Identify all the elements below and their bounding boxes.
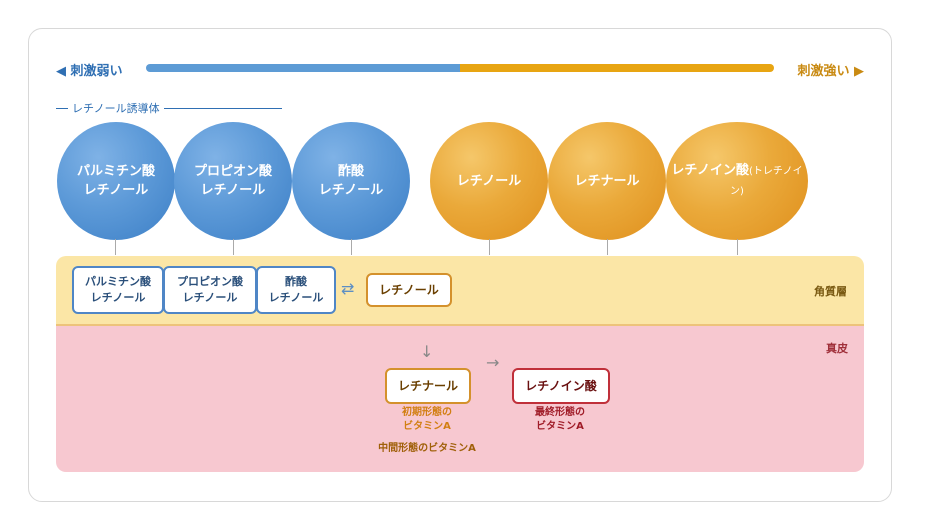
circle-sub: (トレチノイン) xyxy=(730,166,803,197)
retinol-derivative-legend: レチノール誘導体 xyxy=(56,100,282,116)
dermis-label: 真皮 xyxy=(826,342,848,355)
scale-weak-label: ◀ 刺激弱い xyxy=(56,64,123,79)
stratum-box-propionate: プロピオン酸レチノール xyxy=(163,266,257,314)
down-arrow-icon: ↓ xyxy=(420,342,434,361)
circle-line1: レチノール xyxy=(456,173,522,189)
stratum-box-retinol: レチノール xyxy=(366,273,452,307)
circle-line1: 酢酸 xyxy=(337,164,364,179)
box-line2: レチノール xyxy=(90,291,146,304)
circle-retinol: レチノール xyxy=(430,122,548,240)
circle-retinoic-acid: レチノイン酸(トレチノイン) xyxy=(666,122,808,240)
middle-vitamin-note: 中間形態のビタミンA xyxy=(378,443,476,454)
stratum-corneum-label: 角質層 xyxy=(814,285,847,298)
stratum-box-palmitate: パルミチン酸レチノール xyxy=(72,266,164,314)
scale-strong-label: 刺激強い ▶ xyxy=(797,64,864,79)
retinoic-note: 最終形態の ビタミンA xyxy=(512,406,608,434)
box-line2: レチノール xyxy=(182,291,238,304)
circle-line1: レチノイン酸 xyxy=(671,163,749,178)
dermis-box-retinoic-acid: レチノイン酸 xyxy=(512,368,610,404)
retinal-note: 初期形態の ビタミンA xyxy=(386,406,468,434)
legend-label: レチノール誘導体 xyxy=(72,102,160,115)
circle-palmitate-retinol: パルミチン酸レチノール xyxy=(57,122,175,240)
retinoic-note-line2: ビタミンA xyxy=(536,421,584,432)
retinal-note-line1: 初期形態の xyxy=(402,407,452,418)
stratum-box-acetate: 酢酸レチノール xyxy=(256,266,336,314)
box-line1: プロピオン酸 xyxy=(177,275,243,288)
box-line1: パルミチン酸 xyxy=(85,275,151,288)
connector-line xyxy=(351,239,352,255)
circle-acetate-retinol: 酢酸レチノール xyxy=(292,122,410,240)
box-line2: レチノール xyxy=(268,291,324,304)
circle-line2: レチノール xyxy=(200,183,266,198)
connector-line xyxy=(737,239,738,255)
circle-line1: プロピオン酸 xyxy=(193,164,272,179)
circle-line2: レチノール xyxy=(318,183,384,198)
connector-line xyxy=(489,239,490,255)
box-line1: 酢酸 xyxy=(284,275,307,288)
circle-retinal: レチナール xyxy=(548,122,666,240)
legend-dash-left xyxy=(56,107,68,109)
retinoic-note-line1: 最終形態の xyxy=(535,407,585,418)
connector-line xyxy=(233,239,234,255)
retinal-note-line2: ビタミンA xyxy=(403,421,451,432)
connector-line xyxy=(115,239,116,255)
legend-dash-right xyxy=(163,107,282,109)
exchange-arrow-icon: ⇄ xyxy=(341,279,355,298)
circle-propionate-retinol: プロピオン酸レチノール xyxy=(174,122,292,240)
circle-line2: レチノール xyxy=(83,183,149,198)
circle-line1: パルミチン酸 xyxy=(76,164,155,179)
connector-line xyxy=(607,239,608,255)
right-arrow-icon: → xyxy=(486,353,500,372)
stimulation-scale-bar xyxy=(146,64,774,72)
circle-line1: レチナール xyxy=(574,173,640,189)
dermis-box-retinal: レチナール xyxy=(385,368,471,404)
